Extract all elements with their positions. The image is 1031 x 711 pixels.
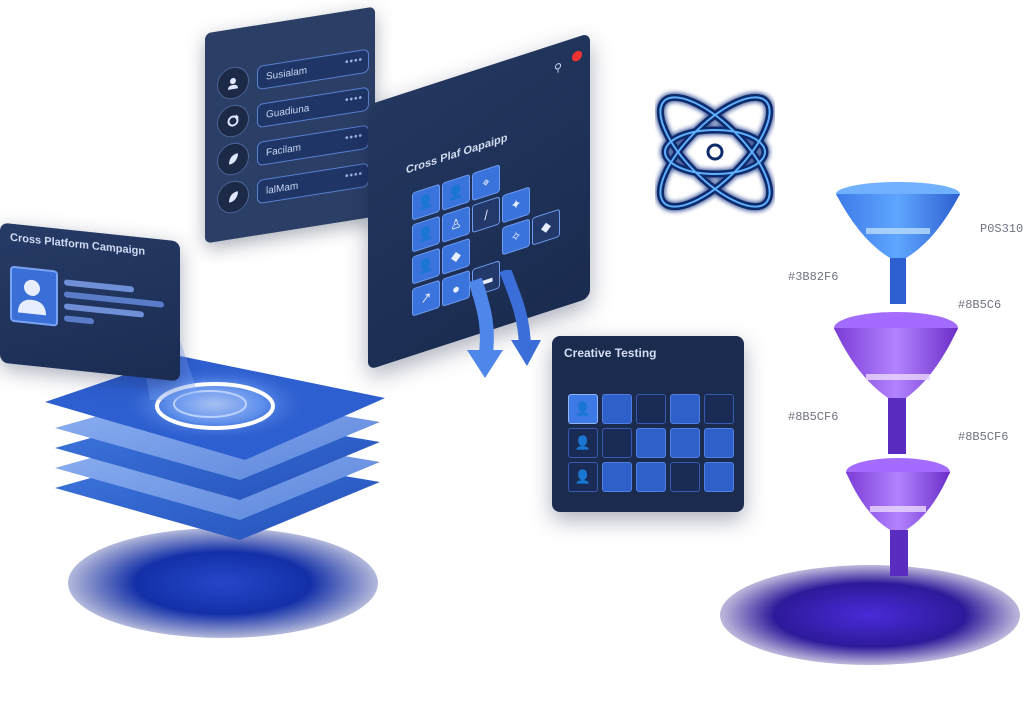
test-cell[interactable] — [636, 394, 666, 424]
share-icon[interactable]: ⚲ — [554, 60, 563, 76]
more-dots-icon[interactable]: •••• — [345, 130, 364, 145]
leaf-icon — [217, 140, 249, 178]
test-cell[interactable] — [670, 428, 700, 458]
text-line — [64, 315, 94, 325]
platform-glow — [120, 366, 310, 442]
list-item-label: Susialam — [257, 48, 369, 91]
tile-chart-icon[interactable]: ↗ — [412, 279, 440, 317]
list-item-0[interactable]: Susialam •••• — [217, 46, 369, 102]
atom-icon — [655, 92, 775, 212]
text-line — [64, 279, 134, 293]
tile-diamond-icon[interactable]: ◆ — [532, 208, 560, 246]
campaign-card[interactable]: Cross Platform Campaign — [0, 222, 180, 382]
tile-pawn-icon[interactable]: ♙ — [442, 205, 470, 243]
flow-arrows — [467, 270, 541, 378]
tile-user-icon[interactable]: 👤 — [412, 247, 440, 285]
funnel-label: #8B5CF6 — [788, 410, 839, 424]
tile-user-icon[interactable]: 👤 — [442, 173, 470, 211]
avatar — [10, 265, 58, 327]
tile-target-icon[interactable]: ⌖ — [472, 164, 500, 202]
notification-badge — [572, 49, 582, 63]
test-cell[interactable] — [704, 428, 734, 458]
campaign-title: Cross Platform Campaign — [10, 231, 146, 258]
funnel-purple-2 — [846, 458, 950, 576]
funnel-label: P0S310 — [980, 222, 1024, 236]
platform-shadow — [68, 528, 378, 638]
user-icon[interactable]: 👤 — [568, 462, 598, 492]
tile-user-icon[interactable]: 👤 — [412, 215, 440, 253]
funnel-blue — [836, 182, 960, 304]
creative-testing-title: Creative Testing — [564, 346, 657, 360]
test-cell[interactable] — [670, 394, 700, 424]
more-dots-icon[interactable]: •••• — [345, 54, 364, 69]
funnel-label: #3B82F6 — [788, 270, 839, 284]
tile-pen-icon[interactable]: / — [472, 196, 500, 234]
cycle-ring-inner — [173, 390, 247, 418]
leaf-icon — [217, 178, 249, 216]
test-cell[interactable] — [602, 428, 632, 458]
list-item-1[interactable]: Guadiuna •••• — [217, 84, 369, 140]
list-item-label: lalMam — [257, 162, 369, 205]
test-cell[interactable] — [704, 462, 734, 492]
more-dots-icon[interactable]: •••• — [345, 92, 364, 107]
more-dots-icon[interactable]: •••• — [345, 168, 364, 183]
funnel-label: #8B5CF6 — [958, 430, 1009, 444]
test-cell[interactable] — [636, 428, 666, 458]
test-cell[interactable] — [670, 462, 700, 492]
user-icon[interactable]: 👤 — [568, 428, 598, 458]
tile-sparkle-icon[interactable]: ✦ — [502, 186, 530, 224]
list-item-3[interactable]: lalMam •••• — [217, 160, 369, 216]
channel-list-card: Susialam •••• Guadiuna •••• Facilam ••••… — [205, 6, 375, 244]
list-item-label: Facilam — [257, 124, 369, 167]
tile-user-icon[interactable]: 👤 — [412, 183, 440, 221]
user-icon[interactable]: 👤 — [568, 394, 598, 424]
user-icon — [217, 64, 249, 102]
test-cell[interactable] — [602, 462, 632, 492]
funnel-shadow — [720, 565, 1020, 665]
creative-testing-card: Creative Testing 👤 👤 👤 — [552, 336, 744, 512]
layered-platform — [45, 356, 385, 540]
tile-star-icon[interactable]: ✧ — [502, 218, 530, 256]
test-cell[interactable] — [602, 394, 632, 424]
refresh-icon — [217, 102, 249, 140]
text-line — [64, 303, 144, 318]
list-item-2[interactable]: Facilam •••• — [217, 122, 369, 178]
funnel-stack — [834, 182, 960, 576]
list-item-label: Guadiuna — [257, 86, 369, 129]
test-cell[interactable] — [636, 462, 666, 492]
funnel-purple-1 — [834, 312, 958, 454]
funnel-label: #8B5C6 — [958, 298, 1002, 312]
test-cell[interactable] — [704, 394, 734, 424]
cycle-ring — [155, 382, 275, 430]
